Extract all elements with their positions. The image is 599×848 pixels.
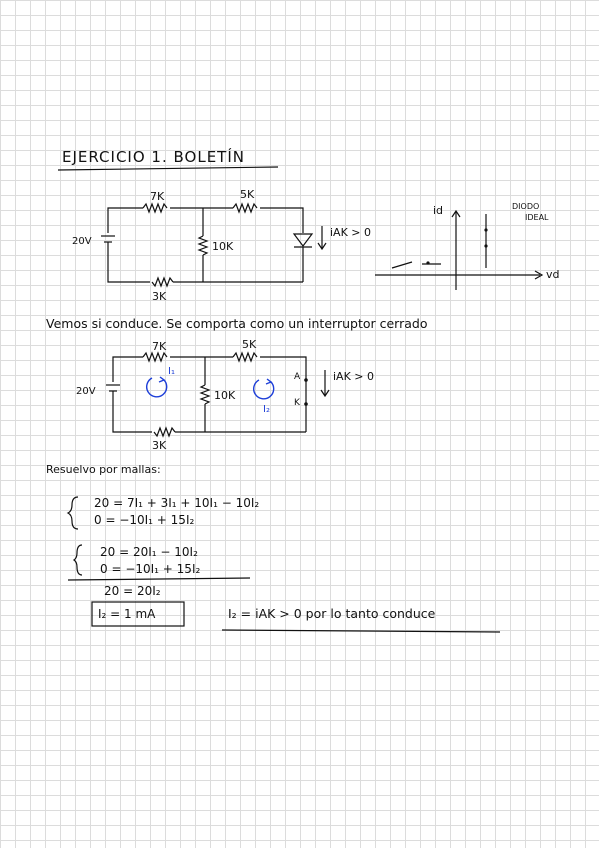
mesh-2-label: I₂ — [263, 404, 270, 415]
ideal-diode-graph — [375, 209, 544, 290]
sum-line — [67, 577, 251, 581]
mesh-1-label: I₁ — [168, 366, 175, 377]
conclusion: I₂ = iAK > 0 por lo tanto conduce — [228, 606, 436, 621]
c1-r3-label: 10K — [212, 240, 234, 253]
brace-1 — [66, 496, 79, 530]
c1-current-label: iAK > 0 — [330, 226, 372, 239]
title-underline — [57, 166, 279, 171]
circuit-2-wires — [106, 351, 330, 438]
mesh-loops — [146, 376, 275, 400]
c1-source-label: 20V — [72, 236, 92, 247]
c2-r2-label: 5K — [242, 338, 257, 351]
system-2-sum: 20 = 20I₂ — [104, 584, 161, 598]
c2-source-label: 20V — [76, 386, 96, 397]
node-k-label: K — [294, 398, 300, 408]
graph-ylabel: id — [433, 204, 444, 217]
node-a-label: A — [294, 372, 301, 382]
result-box — [91, 601, 185, 627]
graph-legend-2: IDEAL — [525, 213, 549, 222]
c1-r4-label: 3K — [152, 290, 167, 303]
graph-legend-1: DIODO — [512, 202, 540, 211]
page-title: EJERCICIO 1. BOLETÍN — [62, 148, 245, 166]
note-2: Resuelvo por mallas: — [46, 463, 161, 476]
c2-r3-label: 10K — [214, 389, 236, 402]
c1-r1-label: 7K — [150, 190, 165, 203]
c2-current-label: iAK > 0 — [333, 370, 375, 383]
note-1: Vemos si conduce. Se comporta como un in… — [46, 316, 428, 331]
conclusion-underline — [221, 629, 501, 633]
c2-r4-label: 3K — [152, 439, 167, 452]
circuit-1-wires — [101, 202, 327, 288]
brace-2 — [72, 544, 83, 576]
c2-r1-label: 7K — [152, 340, 167, 353]
system-2-eq2: 0 = −10I₁ + 15I₂ — [100, 562, 201, 576]
c1-r2-label: 5K — [240, 188, 255, 201]
system-1-eq1: 20 = 7I₁ + 3I₁ + 10I₁ − 10I₂ — [94, 496, 260, 510]
graph-xlabel: vd — [546, 268, 560, 281]
system-2-eq1: 20 = 20I₁ − 10I₂ — [100, 545, 198, 559]
system-1-eq2: 0 = −10I₁ + 15I₂ — [94, 513, 195, 527]
result-value: I₂ = 1 mA — [98, 607, 156, 621]
